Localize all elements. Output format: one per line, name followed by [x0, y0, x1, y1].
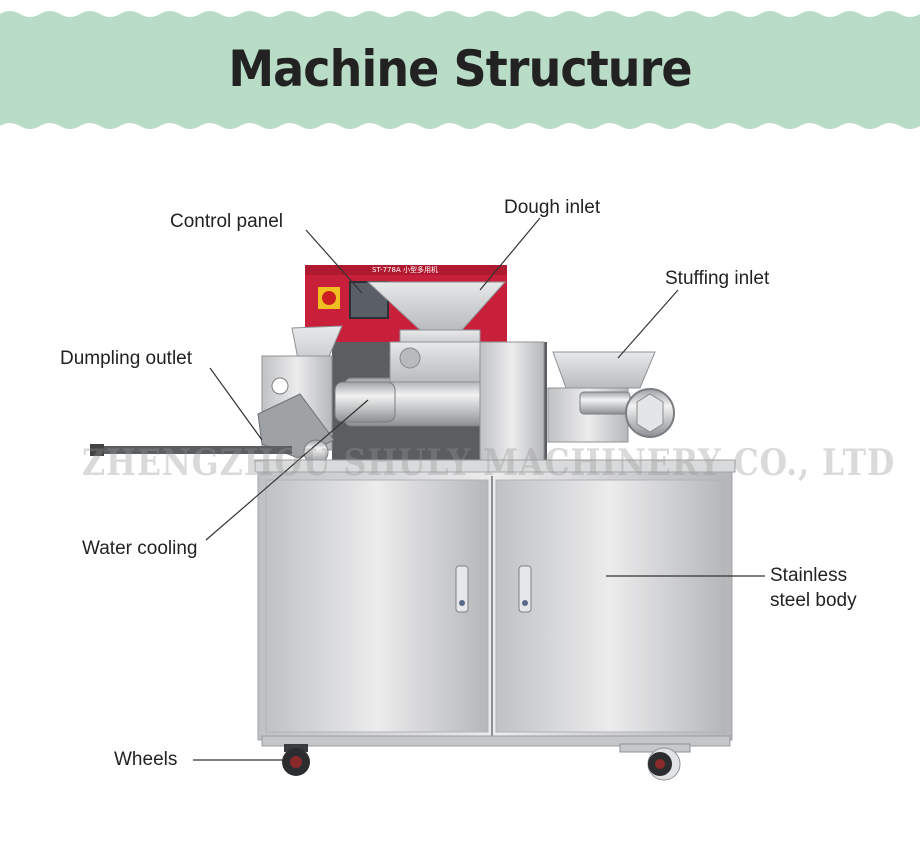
header-banner: Machine Structure: [0, 0, 920, 140]
header-band: [0, 11, 920, 129]
label-stuffing-inlet: Stuffing inlet: [665, 268, 770, 289]
label-dough-inlet: Dough inlet: [504, 197, 601, 218]
leader-control-panel: [305, 229, 363, 294]
wheel-left-hub: [290, 756, 302, 768]
label-wheels: Wheels: [114, 749, 178, 770]
cabinet-base: [261, 735, 731, 747]
conveyor-rod: [92, 446, 292, 454]
machine-diagram: ST-778A 小型多用机: [90, 217, 765, 781]
label-stainless-line1: Stainless: [770, 565, 848, 586]
lock-left: [459, 600, 465, 606]
feed-knob: [399, 347, 421, 369]
label-stainless-line2: steel body: [770, 590, 857, 611]
leader-stuffing-inlet: [617, 289, 679, 359]
control-housing-top: [305, 265, 507, 275]
power-switch: [322, 291, 336, 305]
stuffing-hopper: [552, 351, 656, 389]
gear-housing: [479, 341, 545, 461]
leader-water-cooling: [205, 399, 369, 541]
hex-bolt: [636, 393, 664, 433]
page-title: Machine Structure: [228, 40, 692, 98]
label-control-panel: Control panel: [170, 211, 284, 232]
leader-dumpling-outlet: [209, 367, 263, 441]
door-handle-right: [518, 565, 532, 613]
stuffing-pipe: [579, 391, 631, 415]
wheel-right-hub: [655, 759, 665, 769]
watermark: ZHENGZHOU SHULY MACHINERY CO., LTD: [82, 442, 896, 484]
cabinet-door-right: [495, 479, 725, 733]
forming-roller: [271, 377, 289, 395]
label-dumpling-outlet: Dumpling outlet: [60, 348, 193, 369]
label-water-cooling: Water cooling: [82, 538, 198, 559]
panel-text: ST-778A 小型多用机: [372, 265, 438, 274]
leader-dough-inlet: [479, 217, 541, 291]
leader-lines: [193, 217, 765, 761]
cabinet-door-left: [265, 479, 489, 733]
door-handle-left: [455, 565, 469, 613]
conveyor-end: [90, 444, 104, 456]
lock-right: [522, 600, 528, 606]
